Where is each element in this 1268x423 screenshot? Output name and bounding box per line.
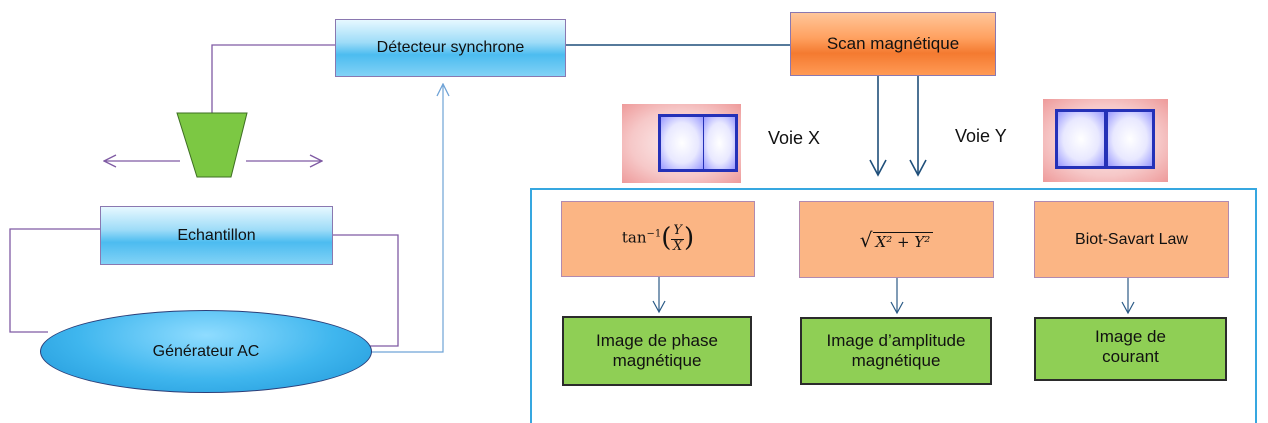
generateur-ac-ellipse: Générateur AC <box>40 310 372 393</box>
reference-wire <box>370 84 443 353</box>
biot-savart-box: Biot-Savart Law <box>1034 201 1229 278</box>
detecteur-synchrone-box: Détecteur synchrone <box>335 19 566 77</box>
scan-magnetique-label: Scan magnétique <box>826 33 960 53</box>
left-loop-wire <box>9 228 100 333</box>
voie-y-map <box>1043 99 1168 182</box>
courant-image-label: Image de courant <box>1095 327 1166 367</box>
processing-frame <box>530 188 1257 423</box>
echantillon-label: Echantillon <box>177 226 256 244</box>
probe-shape <box>176 112 248 178</box>
scan-magnetique-box: Scan magnétique <box>790 12 996 76</box>
right-loop-wire <box>333 234 399 347</box>
amplitude-image-label: Image d’amplitude magnétique <box>826 330 966 370</box>
detecteur-synchrone-label: Détecteur synchrone <box>376 39 525 57</box>
probe-wire <box>211 44 335 113</box>
echantillon-box: Echantillon <box>100 206 333 265</box>
phase-image-label: Image de phase magnétique <box>596 330 718 370</box>
voie-x-label: Voie X <box>768 128 821 148</box>
courant-image-box: Image de courant <box>1034 317 1227 381</box>
amplitude-image-box: Image d’amplitude magnétique <box>800 317 992 385</box>
generateur-ac-label: Générateur AC <box>152 342 260 360</box>
phase-image-box: Image de phase magnétique <box>562 316 752 386</box>
amplitude-formula-box: √X² + Y² <box>799 201 994 278</box>
voie-x-map <box>622 104 741 183</box>
voie-y-label: Voie Y <box>955 126 1007 146</box>
amplitude-formula: √X² + Y² <box>860 228 934 252</box>
biot-savart-label: Biot-Savart Law <box>1075 230 1188 248</box>
